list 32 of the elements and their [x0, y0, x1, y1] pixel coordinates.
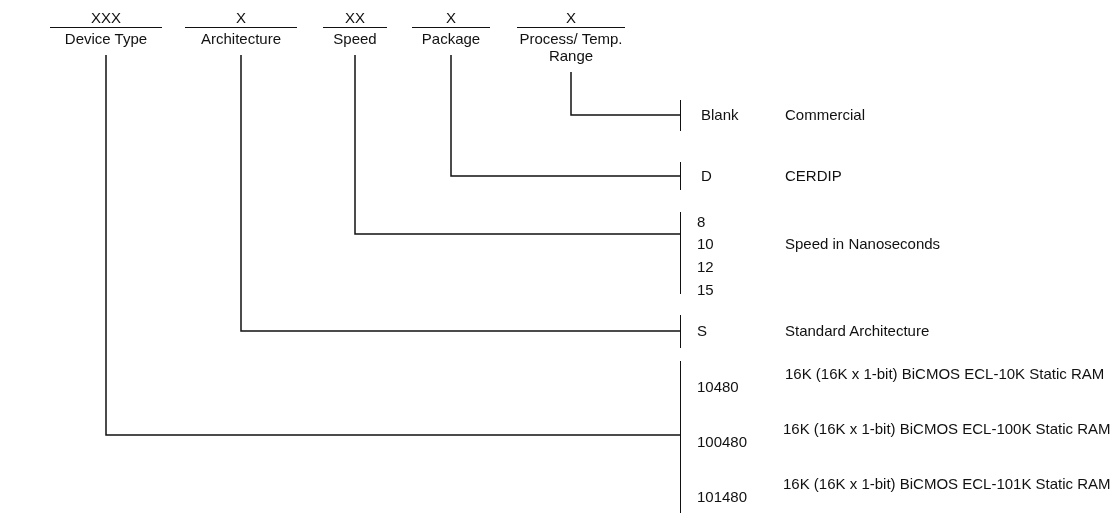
field-code: X: [517, 9, 625, 28]
field-name: Architecture: [199, 30, 282, 47]
option-code: 101480: [697, 488, 748, 506]
option-description: 16K (16K x 1-bit) BiCMOS ECL-10K Static RAM: [785, 365, 1106, 383]
option-description: Commercial: [785, 106, 865, 124]
field-name: Package: [420, 30, 482, 47]
connector-line: [354, 54, 681, 235]
connector-line: [450, 54, 681, 177]
option-code: D: [701, 167, 712, 185]
field-name: Process/ Temp. Range: [518, 30, 624, 64]
option-code: 12: [697, 258, 714, 276]
field-name: Speed: [332, 30, 378, 47]
connector-line: [105, 54, 681, 436]
option-description: Standard Architecture: [785, 322, 930, 340]
connector-line: [240, 54, 681, 332]
option-code: 100480: [697, 433, 748, 451]
option-code: 15: [697, 281, 714, 299]
field-name: Device Type: [63, 30, 149, 47]
field-code: X: [185, 9, 297, 28]
option-code: 8: [697, 213, 706, 231]
option-code: S: [697, 322, 707, 340]
connector-line: [570, 71, 681, 116]
field-code: XXX: [50, 9, 162, 28]
option-description: CERDIP: [785, 167, 842, 185]
option-description: 16K (16K x 1-bit) BiCMOS ECL-100K Static RAM: [783, 420, 1112, 438]
option-code: Blank: [701, 106, 739, 124]
field-code: XX: [323, 9, 387, 28]
field-code: X: [412, 9, 490, 28]
option-description: 16K (16K x 1-bit) BiCMOS ECL-101K Static RAM: [783, 475, 1112, 493]
option-description: Speed in Nanoseconds: [785, 235, 941, 253]
option-code: 10480: [697, 378, 739, 396]
option-code: 10: [697, 235, 714, 253]
